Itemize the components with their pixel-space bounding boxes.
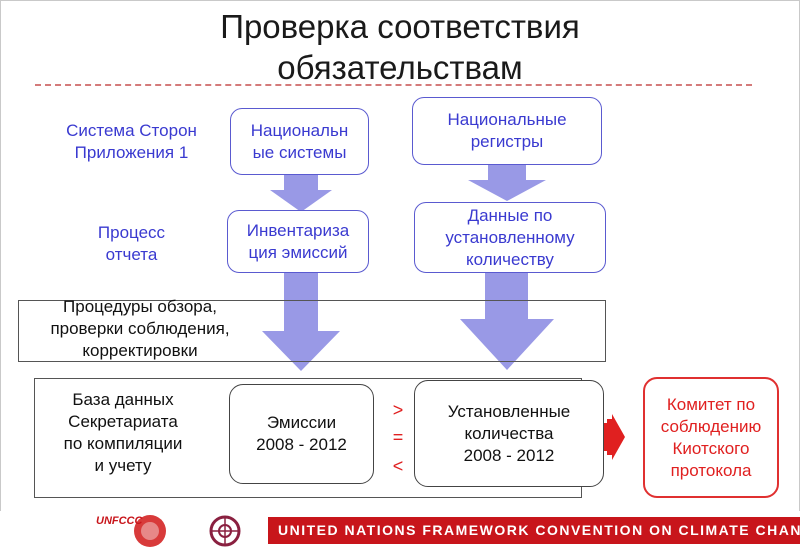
secretariat-db-line-2: Секретариата: [68, 412, 178, 431]
emissions-line-2: 2008 - 2012: [256, 435, 347, 454]
arrow-systems-to-inventory: [270, 175, 332, 212]
node-national-registries: Национальные регистры: [412, 97, 602, 165]
node-assigned-data-line-2: установленному: [445, 227, 575, 247]
title-divider: [35, 84, 752, 86]
node-assigned-amounts: Установленные количества 2008 - 2012: [414, 380, 604, 487]
committee-line-4: протокола: [670, 460, 752, 480]
relation-equal: =: [392, 427, 404, 447]
arrow-data-to-assigned: [460, 271, 554, 370]
node-assigned-data: Данные по установленному количеству: [414, 202, 606, 273]
label-parties-line-2: Приложения 1: [74, 143, 189, 162]
committee-line-1: Комитет по: [666, 394, 756, 414]
label-parties-line-1: Система Сторон: [66, 121, 197, 140]
assigned-amounts-line-1: Установленные: [447, 401, 571, 421]
label-process-line-2: отчета: [105, 245, 158, 264]
node-national-registries-line-2: регистры: [470, 132, 544, 151]
label-process: Процесс отчета: [74, 222, 189, 266]
node-assigned-data-line-3: количеству: [466, 249, 554, 269]
assigned-amounts-line-3: 2008 - 2012: [463, 445, 555, 465]
unfccc-logo-text: UNFCCC: [96, 515, 143, 527]
slide-title: Проверка соответствия обязательствам: [0, 6, 800, 88]
node-secretariat-db: База данных Секретариата по компиляции и…: [48, 389, 198, 477]
review-text: Процедуры обзора, проверки соблюдения, к…: [20, 296, 260, 362]
node-national-systems-line-2: ые системы: [252, 142, 347, 162]
node-emissions: Эмиссии 2008 - 2012: [229, 384, 374, 484]
secretariat-db-line-3: по компиляции: [63, 434, 183, 453]
label-process-line-1: Процесс: [97, 223, 166, 242]
convention-banner: UNITED NATIONS FRAMEWORK CONVENTION ON C…: [268, 517, 800, 544]
node-inventory: Инвентариза ция эмиссий: [227, 210, 369, 273]
arrow-registries-to-data: [468, 165, 546, 201]
relation-less: <: [392, 456, 404, 476]
arrow-to-committee: [600, 414, 625, 460]
title-line-1: Проверка соответствия: [220, 8, 580, 45]
title-line-2: обязательствам: [277, 49, 523, 86]
review-band: [18, 300, 606, 362]
review-line-3: корректировки: [82, 341, 198, 360]
label-parties: Система Сторон Приложения 1: [44, 120, 219, 164]
review-line-2: проверки соблюдения,: [50, 319, 230, 338]
committee-line-3: Киотского: [672, 438, 750, 458]
relation-greater: >: [392, 400, 404, 420]
node-inventory-line-2: ция эмиссий: [248, 242, 348, 262]
node-compliance-committee: Комитет по соблюдению Киотского протокол…: [643, 377, 779, 498]
emissions-line-1: Эмиссии: [266, 413, 337, 432]
assigned-amounts-line-2: количества: [464, 423, 554, 443]
node-national-registries-line-1: Национальные: [447, 110, 567, 129]
footer-logos: [134, 515, 241, 547]
node-national-systems-line-1: Национальн: [250, 120, 349, 140]
secretariat-db-line-1: База данных: [72, 390, 174, 409]
arrow-inventory-to-emissions: [262, 271, 340, 371]
node-assigned-data-line-1: Данные по: [467, 205, 553, 225]
review-line-1: Процедуры обзора,: [63, 297, 217, 316]
secretariat-db-line-4: и учету: [94, 456, 152, 475]
node-inventory-line-1: Инвентариза: [246, 220, 350, 240]
node-national-systems: Национальн ые системы: [230, 108, 369, 175]
unfccc-logo-icon: [134, 515, 166, 547]
committee-line-2: соблюдению: [660, 416, 762, 436]
